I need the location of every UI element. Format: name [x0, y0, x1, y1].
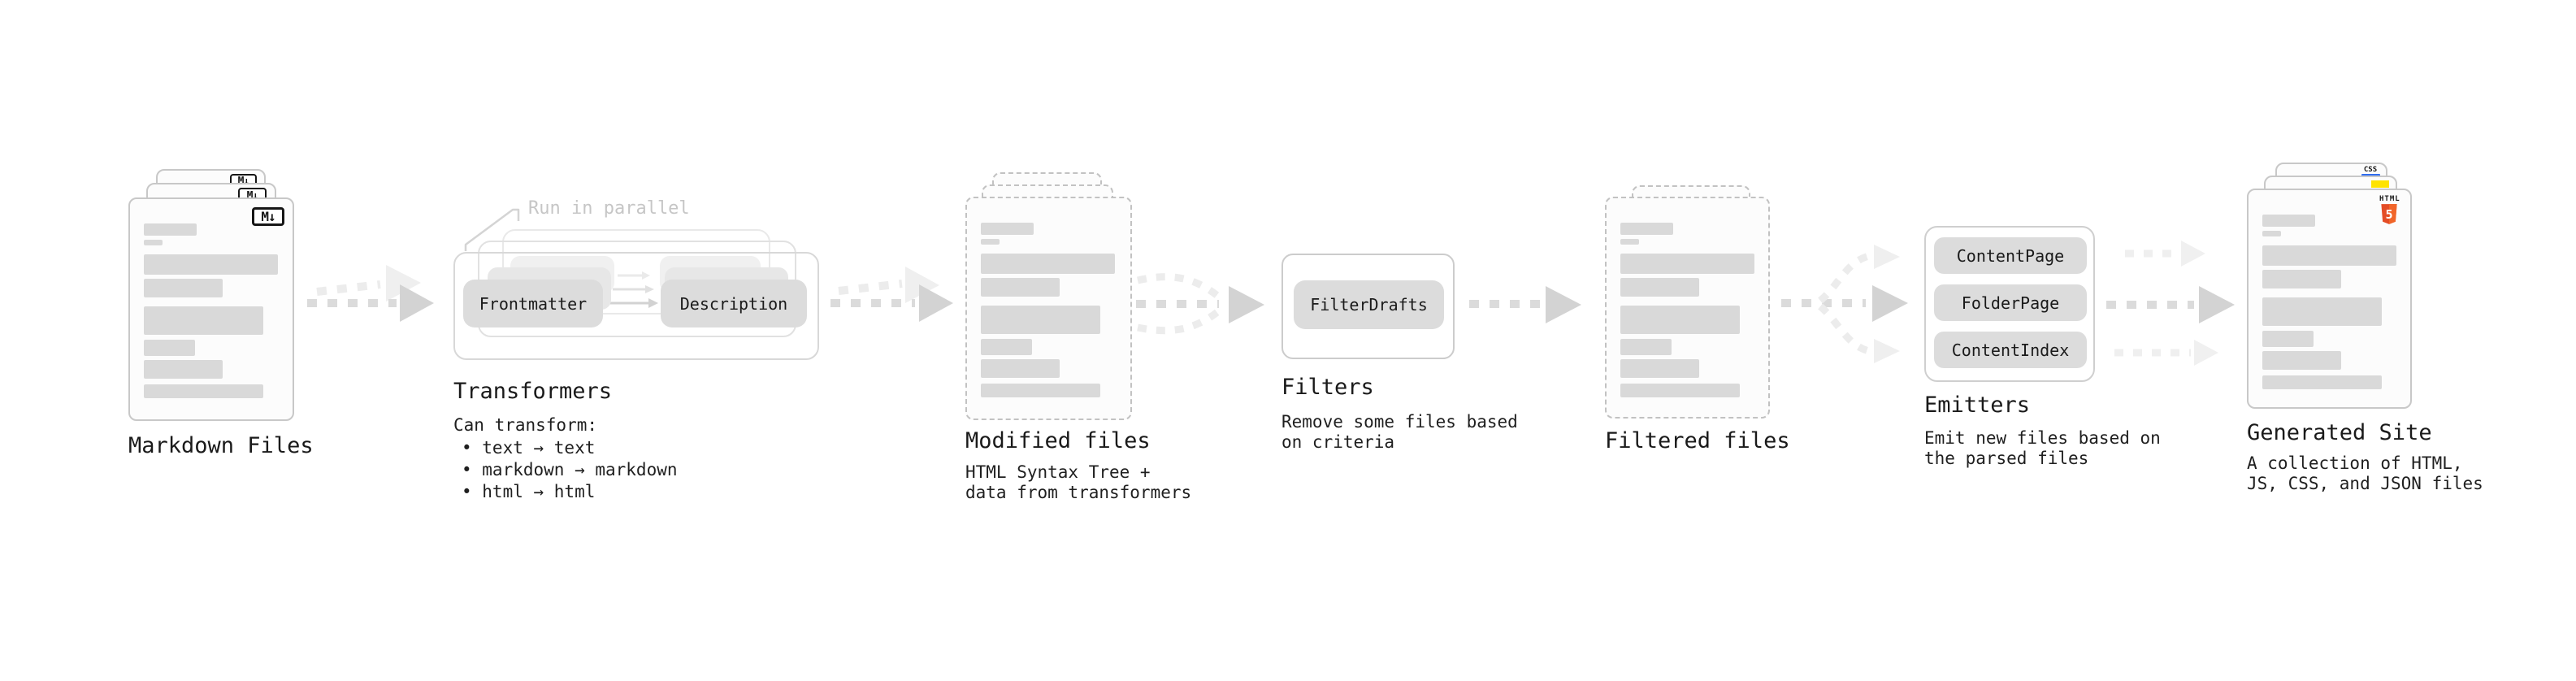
transformers-title: Transformers	[453, 379, 613, 404]
doc-content-bar	[981, 239, 1000, 245]
css-icon: CSS	[2363, 166, 2378, 174]
doc-content-bar	[981, 339, 1032, 355]
arrow-filters-to-filtered	[1469, 286, 1581, 323]
filters-description: Remove some files based on criteria	[1281, 412, 1518, 452]
doc-content-bar	[144, 223, 197, 236]
doc-content-bar	[144, 240, 163, 245]
generated-site-title: Generated Site	[2247, 420, 2432, 445]
arrow-modified-to-filters	[1136, 273, 1264, 335]
doc-content-bar	[144, 384, 263, 398]
doc-content-bar	[144, 360, 223, 379]
js-icon	[2371, 180, 2389, 188]
html5-icon-word: HTML	[2379, 195, 2400, 203]
doc-content-bar	[144, 254, 278, 275]
doc-content-bar	[2262, 375, 2382, 389]
doc-content-bar	[2262, 245, 2396, 266]
markdown-icon: M↓	[252, 207, 284, 226]
doc-content-bar	[2262, 270, 2341, 288]
doc-content-bar	[144, 340, 195, 356]
generated-site-description: A collection of HTML, JS, CSS, and JSON …	[2247, 453, 2483, 493]
filters-title: Filters	[1281, 375, 1374, 400]
doc-content-bar	[1620, 306, 1740, 334]
filters-box	[1281, 254, 1455, 359]
markdown-files-title: Markdown Files	[128, 433, 314, 458]
arrow-emitters-to-site-middle	[2106, 286, 2235, 323]
arrow-transformers-to-modified	[830, 267, 953, 322]
doc-content-bar	[1620, 223, 1673, 235]
svg-text:5: 5	[2385, 207, 2392, 222]
transformers-bullet: • html → html	[462, 482, 596, 501]
doc-content-bar	[2262, 297, 2382, 326]
html5-icon-shield: 5	[2381, 204, 2397, 224]
doc-content-bar	[2262, 231, 2281, 236]
transformers-bullet: • markdown → markdown	[462, 460, 678, 479]
modified-files-title: Modified files	[965, 428, 1151, 453]
doc-content-bar	[2262, 215, 2315, 227]
doc-content-bar	[981, 359, 1060, 378]
transformers-intro: Can transform:	[453, 415, 598, 435]
emitters-box	[1924, 226, 2095, 382]
doc-content-bar	[1620, 239, 1639, 245]
modified-files-description: HTML Syntax Tree + data from transformer…	[965, 462, 1192, 502]
doc-content-bar	[981, 278, 1060, 297]
emitters-description: Emit new files based on the parsed files	[1924, 428, 2161, 468]
doc-content-bar	[1620, 359, 1699, 378]
emitters-title: Emitters	[1924, 393, 2031, 418]
arrow-markdown-to-transformers	[307, 265, 434, 322]
emitter-chip-contentpage: ContentPage	[1934, 237, 2087, 274]
markdown-doc-front: M↓	[128, 197, 294, 421]
arrow-emitters-to-site-top	[2125, 241, 2205, 267]
filtered-doc-front	[1605, 197, 1770, 419]
doc-content-bar	[1620, 339, 1672, 355]
site-doc-html: HTML 5	[2247, 189, 2412, 409]
doc-content-bar	[2262, 331, 2314, 347]
doc-content-bar	[144, 306, 263, 335]
filtered-files-title: Filtered files	[1605, 428, 1790, 453]
transformer-chip-description: Description	[661, 280, 807, 327]
modified-doc-front	[965, 197, 1132, 420]
transformers-bullet: • text → text	[462, 438, 596, 458]
doc-content-bar	[981, 384, 1100, 397]
doc-content-bar	[2262, 351, 2341, 370]
doc-content-bar	[981, 306, 1100, 334]
doc-content-bar	[1620, 384, 1740, 397]
doc-content-bar	[144, 279, 223, 297]
html5-icon: HTML 5	[2379, 195, 2400, 224]
filter-chip-filterdrafts: FilterDrafts	[1294, 280, 1444, 329]
doc-content-bar	[981, 223, 1034, 235]
doc-content-bar	[1620, 278, 1699, 297]
doc-content-bar	[1620, 254, 1754, 274]
run-in-parallel-note: Run in parallel	[528, 198, 690, 219]
arrow-emitters-to-site-bottom	[2114, 340, 2218, 366]
emitter-chip-contentindex: ContentIndex	[1934, 332, 2087, 368]
emitter-chip-folderpage: FolderPage	[1934, 284, 2087, 321]
transformer-layer-front	[453, 252, 819, 360]
transformer-chip-frontmatter: Frontmatter	[463, 280, 603, 327]
arrow-filtered-to-emitters	[1781, 245, 1908, 363]
doc-content-bar	[981, 254, 1115, 274]
